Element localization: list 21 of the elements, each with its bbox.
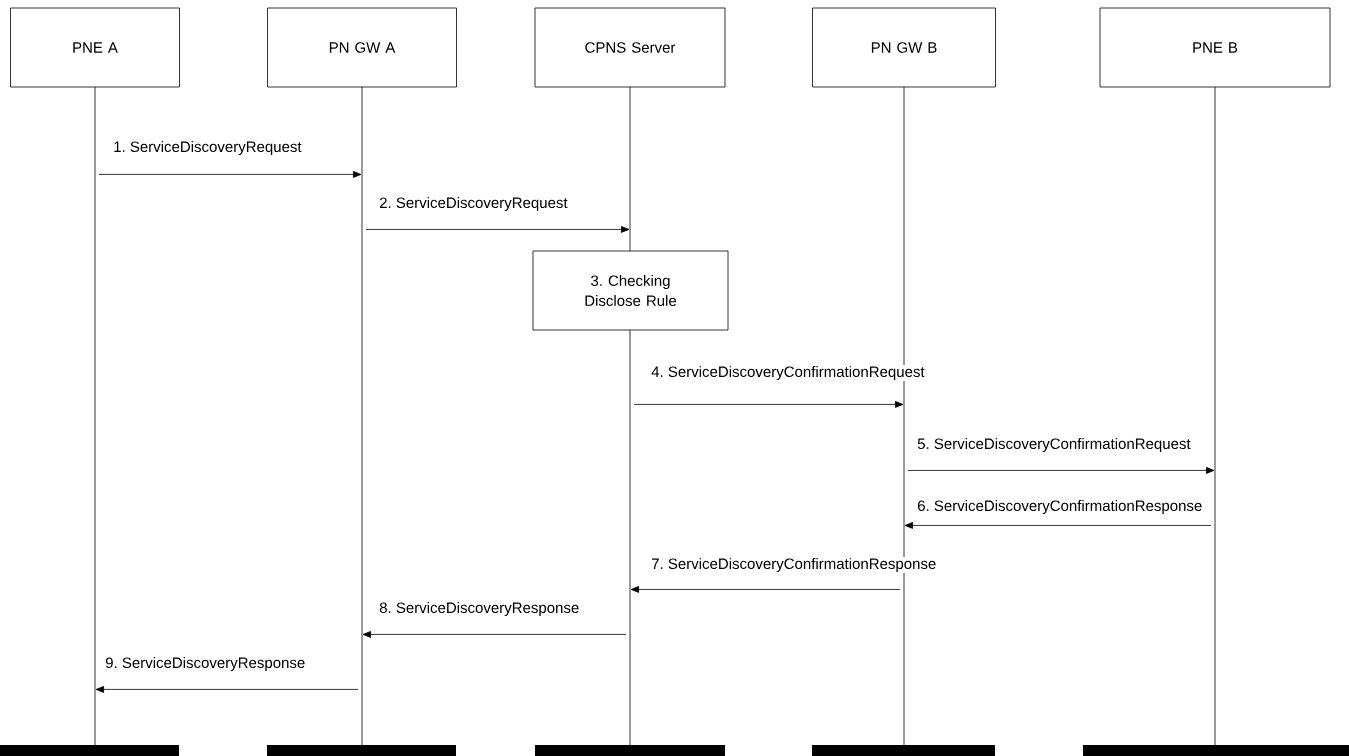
edge-label: 7. ServiceDiscoveryConfirmationResponse [650,557,938,573]
message-arrow [633,401,904,408]
edge-label: 1. ServiceDiscoveryRequest [112,140,303,156]
message-arrow [98,171,362,178]
edge-label: 9. ServiceDiscoveryResponse [104,656,307,672]
participant-box: PN GW B [812,7,996,88]
edge-label: 8. ServiceDiscoveryResponse [378,601,581,617]
edge-label: 5. ServiceDiscoveryConfirmationRequest [916,437,1192,453]
participant-box: PNE B [1099,7,1331,88]
participant-box: PNE A [10,7,180,88]
message-arrow [365,226,630,233]
edge-label: 6. ServiceDiscoveryConfirmationResponse [916,499,1204,515]
message-arrow [904,522,1212,529]
message-arrow [907,467,1215,474]
participant-box: CPNS Server [534,7,726,88]
message-arrow [630,586,901,593]
participant-box: PN GW A [267,7,457,88]
message-arrow [95,686,359,693]
message-arrow [362,631,627,638]
edge-label: 4. ServiceDiscoveryConfirmationRequest [650,365,926,381]
edge-label: 2. ServiceDiscoveryRequest [378,196,569,212]
